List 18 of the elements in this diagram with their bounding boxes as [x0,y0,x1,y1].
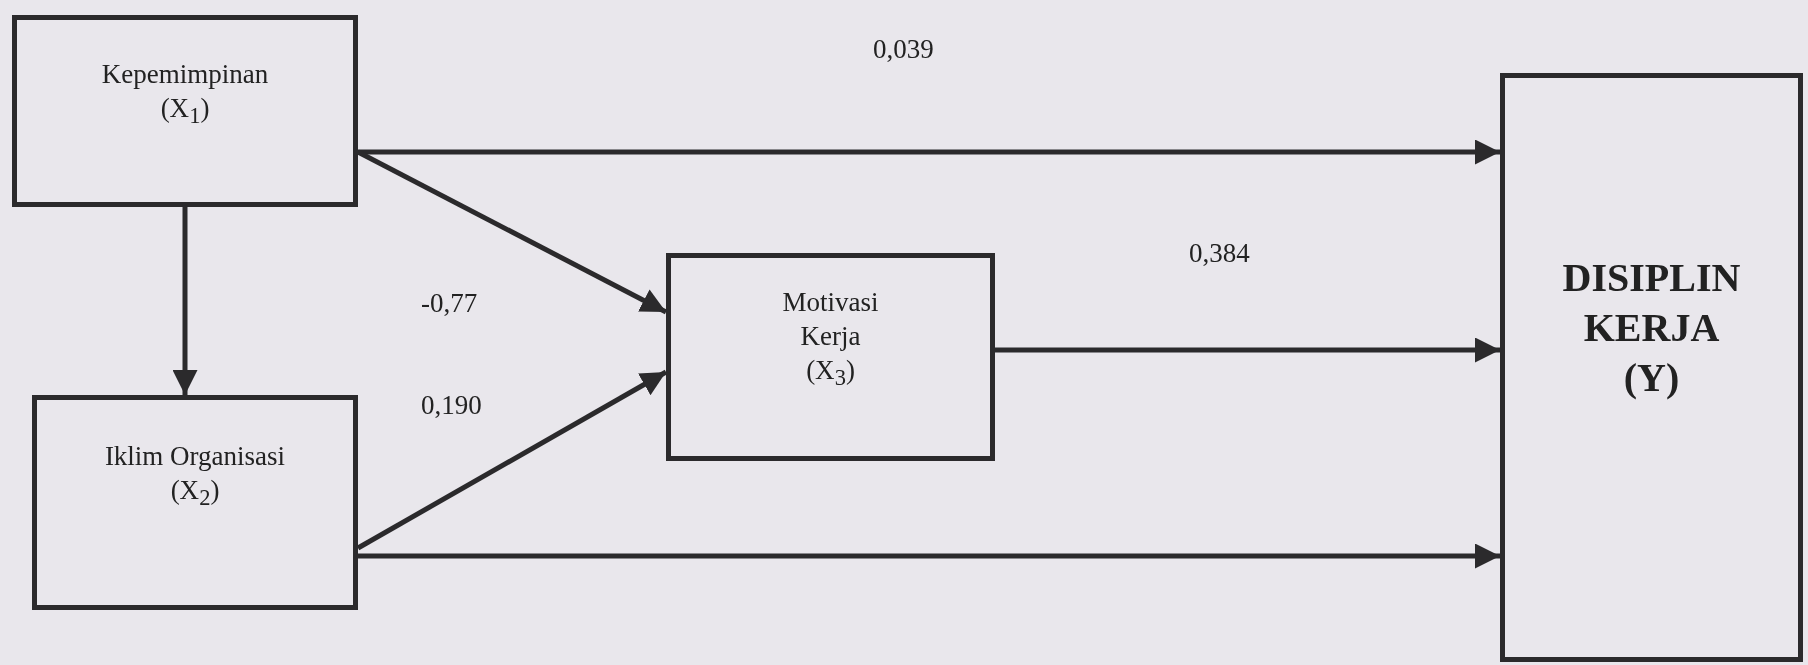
variable-symbol: (Y) [1623,354,1680,402]
variable-name: DISIPLIN KERJA [1561,254,1742,352]
arrow [356,369,668,551]
variable-symbol: (X$_{3}$) [806,353,855,392]
variable-symbol: (X$_{1}$) [160,91,210,131]
arrow [172,207,198,395]
arrow [356,149,668,315]
variable-symbol: (X$_{2}$) [170,473,220,513]
variable-box [1500,73,1803,662]
variable-name: Iklim Organisasi [104,440,286,473]
variable-name: Kepemimpinan [101,58,269,91]
variable-box [12,15,358,207]
arrow [358,543,1500,569]
variable-box [666,253,995,461]
variable-name: Motivasi Kerja [781,286,880,353]
variable-box [32,395,358,610]
arrow [358,139,1500,165]
arrow [995,337,1500,363]
